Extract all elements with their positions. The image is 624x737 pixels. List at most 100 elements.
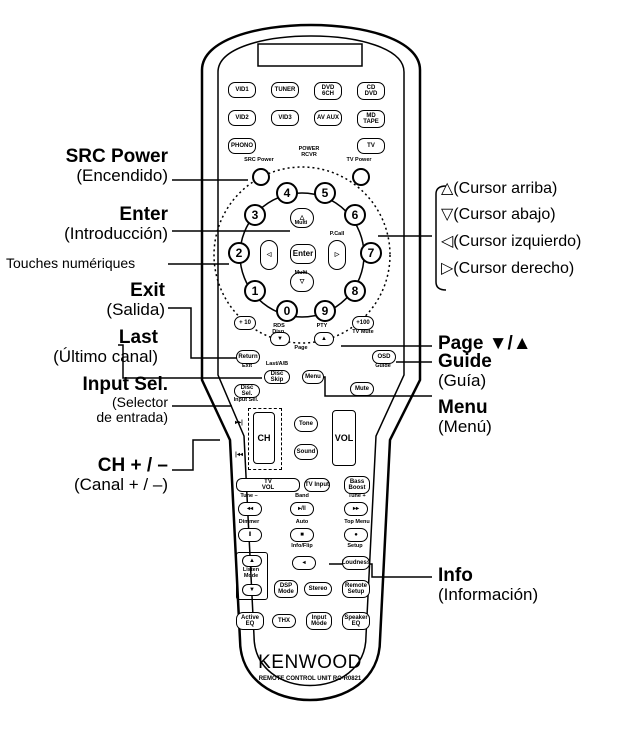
info-flip-button[interactable]: ◂ [292, 556, 316, 570]
brand-logo: KENWOOD [258, 652, 362, 673]
listen-mode-frame [236, 552, 268, 600]
exit-subtitle: (Salida) [106, 299, 165, 319]
phono-button[interactable]: PHONO [228, 138, 256, 154]
plus100-button[interactable]: +100 [352, 316, 374, 330]
stereo-button[interactable]: Stereo [304, 582, 332, 596]
dsp-mode-button[interactable]: DSP Mode [274, 580, 298, 598]
tune-plus-label: Tune + [348, 493, 366, 499]
tone-button[interactable]: Tone [294, 416, 318, 432]
cd-dvd-button[interactable]: CD DVD [357, 82, 385, 100]
number-5-button[interactable]: 5 [314, 182, 336, 204]
number-1-button[interactable]: 1 [244, 280, 266, 302]
tv-input-button[interactable]: TV Input [304, 478, 330, 492]
input-sel-sub1: (Selector [111, 393, 168, 410]
model-label: REMOTE CONTROL UNIT RC-R0821 [258, 676, 362, 682]
input-sel-btn-label: Input Sel. [233, 397, 259, 403]
skip-forward-icon: ▸▸| [235, 420, 243, 426]
number-2-button[interactable]: 2 [228, 242, 250, 264]
disc-sel-button[interactable]: Disc Sel. [234, 384, 260, 398]
md-tape-button[interactable]: MD TAPE [357, 110, 385, 128]
cursor-right-button[interactable]: ▷ [328, 240, 346, 270]
input-sel-title: Input Sel. [82, 374, 169, 395]
vol-rocker-button[interactable]: VOL [332, 410, 356, 466]
enter-button[interactable]: Enter [290, 244, 316, 264]
cursor-up-button[interactable]: △ [290, 208, 314, 228]
speaker-eq-button[interactable]: Speaker EQ [342, 612, 370, 630]
auto-label: Auto [295, 519, 309, 525]
sound-button[interactable]: Sound [294, 444, 318, 460]
dimmer-label: Dimmer [238, 519, 260, 525]
last-ab-label: Last/A/B [265, 361, 289, 367]
guide-title: Guide [438, 351, 492, 372]
fast-forward-button[interactable]: ▸▸ [344, 502, 368, 516]
vid3-button[interactable]: VID3 [271, 110, 299, 126]
active-eq-button[interactable]: Active EQ [236, 612, 264, 630]
mute-button[interactable]: Mute [350, 382, 374, 396]
remote-setup-button[interactable]: Remote Setup [342, 580, 370, 598]
play-pause-button[interactable]: ▸/‖ [290, 502, 314, 516]
plus10-button[interactable]: + 10 [234, 316, 256, 330]
disc-skip-button[interactable]: Disc Skip [264, 370, 290, 384]
number-0-button[interactable]: 0 [276, 300, 298, 322]
cursor-left-button[interactable]: ◁ [260, 240, 278, 270]
last-title: Last [118, 327, 158, 348]
tv-vol-button[interactable]: TV VOL [236, 478, 300, 492]
number-3-button[interactable]: 3 [244, 204, 266, 226]
power-rcvr-button[interactable]: POWER RCVR [298, 146, 320, 158]
src-power-title: SRC Power [65, 146, 168, 167]
listen-mode-down-button[interactable]: ▼ [242, 584, 262, 596]
ch-rocker-button[interactable]: CH [253, 412, 275, 464]
number-4-button[interactable]: 4 [276, 182, 298, 204]
osd-button[interactable]: OSD [372, 350, 396, 364]
enter-title: Enter [119, 204, 168, 225]
setup-label: Setup [347, 543, 363, 549]
src-power-btn-label: SRC Power [244, 157, 274, 163]
number-6-button[interactable]: 6 [344, 204, 366, 226]
number-9-button[interactable]: 9 [314, 300, 336, 322]
src-power-button[interactable] [252, 168, 270, 186]
guide-btn-label: Guide [375, 363, 391, 369]
display-window [257, 43, 363, 67]
exit-btn-label: Exit [241, 363, 253, 369]
remote-inner-outline [217, 35, 405, 687]
cursor-down-button[interactable]: ▽ [290, 272, 314, 292]
number-7-button[interactable]: 7 [360, 242, 382, 264]
vid2-button[interactable]: VID2 [228, 110, 256, 126]
keypad-dotted-ring [213, 166, 391, 344]
rewind-button[interactable]: ◂◂ [238, 502, 262, 516]
number-8-button[interactable]: 8 [344, 280, 366, 302]
info-flip-label: Info/Flip [291, 543, 313, 549]
cursor-left-label: ◁(Cursor izquierdo) [441, 233, 582, 250]
thx-button[interactable]: THX [272, 614, 296, 628]
dvd-6ch-button[interactable]: DVD 6CH [314, 82, 342, 100]
page-callout: Page ▼/▲ [438, 334, 532, 354]
menu-button[interactable]: Menu [302, 370, 324, 384]
cursor-down-label: ▽(Cursor abajo) [441, 206, 556, 223]
vid1-button[interactable]: VID1 [228, 82, 256, 98]
tv-power-button[interactable] [352, 168, 370, 186]
pause-button[interactable]: ‖ [238, 528, 262, 542]
stop-button[interactable]: ■ [290, 528, 314, 542]
top-menu-label: Top Menu [344, 519, 370, 525]
return-button[interactable]: Return [236, 350, 260, 364]
tuner-button[interactable]: TUNER [271, 82, 299, 98]
input-mode-button[interactable]: Input Mode [306, 612, 332, 630]
listen-mode-up-button[interactable]: ▲ [242, 555, 262, 567]
page-up-button[interactable]: ▲ [314, 332, 334, 346]
info-callout: Info (Información) [438, 566, 538, 604]
ch-rocker-frame [248, 408, 282, 470]
av-aux-button[interactable]: AV AUX [314, 110, 342, 126]
tv-button[interactable]: TV [357, 138, 385, 154]
multi-up-label: Multi [294, 220, 308, 226]
page-down-button[interactable]: ▼ [270, 332, 290, 346]
loudness-button[interactable]: Loudness [342, 556, 370, 570]
ch-title: CH + / – [97, 455, 168, 476]
record-button[interactable]: ● [344, 528, 368, 542]
menu-title: Menu [438, 397, 488, 418]
enter-callout: Enter (Introducción) [20, 205, 168, 243]
bass-boost-button[interactable]: Bass Boost [344, 476, 370, 494]
skip-back-icon: |◂◂ [235, 452, 243, 458]
src-power-callout: SRC Power (Encendido) [20, 147, 168, 185]
exit-title: Exit [130, 280, 165, 301]
